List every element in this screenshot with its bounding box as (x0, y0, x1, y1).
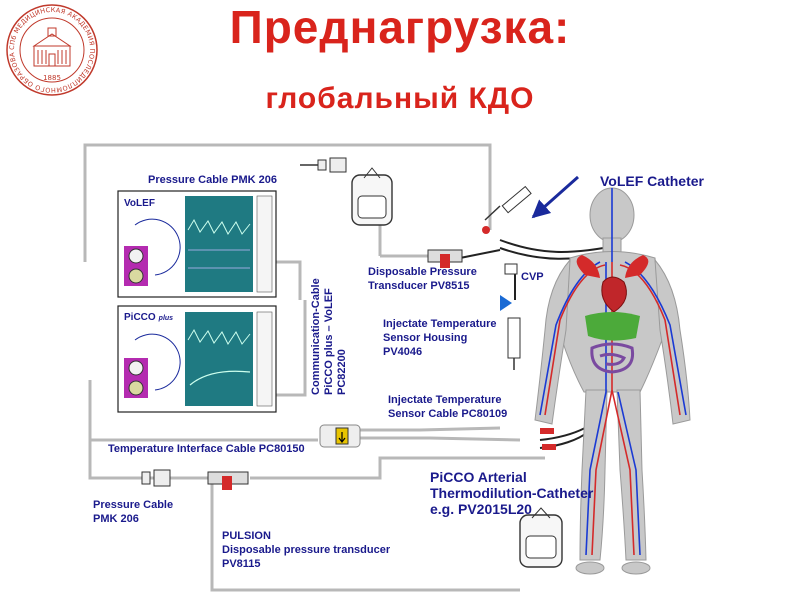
volef-arrow (531, 175, 579, 219)
label-pressure-cable-top: Pressure Cable PMK 206 (148, 174, 277, 186)
pressure-bag-bottom (519, 507, 563, 568)
label-comm-cable-3: PC82200 (336, 349, 348, 395)
label-pulsion-2: Disposable pressure transducer (222, 544, 391, 556)
label-cvp: CVP (521, 271, 544, 283)
cvp-connector (500, 263, 518, 311)
label-injectate-housing-3: PV4046 (383, 346, 422, 358)
label-injectate-cable-1: Injectate Temperature (388, 394, 502, 406)
injectate-housing (507, 317, 521, 370)
transducer-pv8115 (207, 471, 249, 490)
label-picco-arterial-1: PiCCO Arterial (430, 469, 527, 485)
label-injectate-housing-1: Injectate Temperature (383, 318, 497, 330)
monitor-picco-label: PiCCO (124, 312, 156, 323)
label-injectate-cable-2: Sensor Cable PC80109 (388, 408, 507, 420)
monitor-volef-label: VoLEF (124, 198, 155, 209)
monitor-picco-suffix: plus (158, 315, 173, 322)
label-pulsion-1: PULSION (222, 530, 271, 542)
connector-bottom (141, 469, 171, 487)
label-comm-cable-2: PiCCO plus – VoLEF (323, 288, 335, 395)
volef-monitor: VoLEF (117, 190, 277, 298)
pressure-bag-top (351, 167, 393, 226)
connector-top (300, 157, 347, 173)
label-comm-cable-1: Communication-Cable (310, 278, 322, 395)
academy-seal-logo: СПб МЕДИЦИНСКАЯ АКАДЕМИЯ ПОСЛЕДИПЛОМНОГО… (4, 2, 98, 96)
transducer-pv8515 (427, 249, 463, 268)
temperature-interface-box (319, 424, 361, 448)
comm-cable-label-group: Communication-Cable PiCCO plus – VoLEF P… (310, 278, 348, 395)
label-pressure-cable-bottom-1: Pressure Cable (93, 499, 173, 511)
arterial-catheter-ends (540, 428, 556, 450)
label-pulsion-3: PV8115 (222, 558, 261, 570)
human-body (534, 187, 691, 575)
label-temp-interface: Temperature Interface Cable PC80150 (108, 443, 305, 455)
cables (83, 143, 545, 592)
label-disposable-pressure-1: Disposable Pressure (368, 266, 477, 278)
label-disposable-pressure-2: Transducer PV8515 (368, 280, 470, 292)
svg-text:1885: 1885 (43, 74, 61, 82)
label-picco-arterial-3: e.g. PV2015L20 (430, 501, 532, 517)
page-title: Преднагрузка: (229, 1, 571, 53)
label-volef-catheter: VoLEF Catheter (600, 173, 705, 189)
label-picco-arterial-2: Thermodilution-Catheter (430, 485, 594, 501)
label-pressure-cable-bottom-2: PMK 206 (93, 513, 139, 525)
label-injectate-housing-2: Sensor Housing (383, 332, 467, 344)
syringe (482, 185, 532, 234)
page-subtitle: глобальный КДО (265, 82, 535, 115)
